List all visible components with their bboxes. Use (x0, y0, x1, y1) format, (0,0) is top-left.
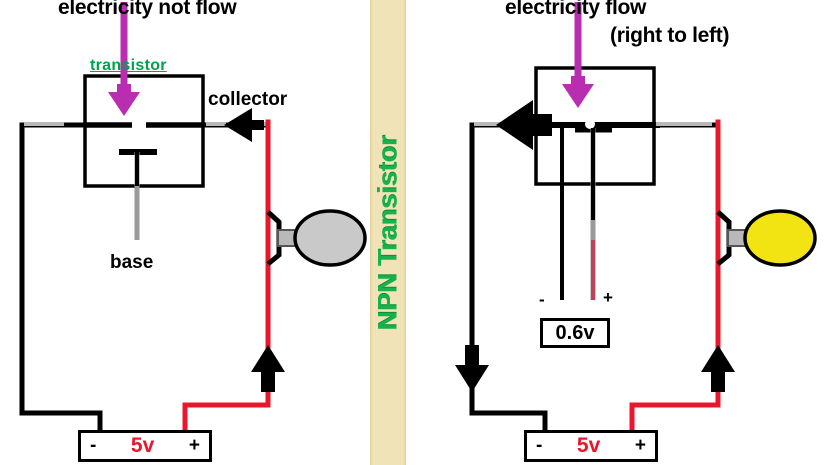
base-supply-minus: - (539, 290, 545, 309)
right-battery-plus: + (634, 435, 646, 456)
left-battery-plus: + (188, 435, 200, 456)
left-battery-value: 5v (130, 434, 155, 457)
right-title: electricity flow (505, 0, 647, 19)
left-base-label: base (110, 252, 154, 273)
center-banner: NPN Transistor (370, 0, 406, 465)
right-black-wire (469, 122, 548, 435)
left-collector-arrow (224, 108, 264, 142)
left-collector-label: collector (208, 89, 288, 110)
left-black-wire (19, 122, 103, 435)
right-emitter-arrow-left (496, 100, 552, 150)
left-transistor-label: transistor (90, 57, 167, 74)
left-battery-minus: - (90, 435, 97, 456)
left-purple-arrowhead (108, 84, 140, 116)
right-current-arrow-down (455, 345, 489, 392)
right-battery-minus: - (536, 435, 543, 456)
right-bulb-glass (743, 209, 817, 267)
left-battery: - 5v + (78, 430, 212, 462)
left-title: electricity not flow (58, 0, 237, 19)
right-contact-gap-dot (585, 119, 595, 129)
left-transistor-body (83, 74, 205, 188)
right-subtitle: (right to left) (610, 24, 730, 47)
left-red-wire (182, 119, 271, 435)
right-purple-arrowhead (562, 76, 594, 108)
base-supply-plus: + (603, 288, 613, 307)
base-supply-box: 0.6v (540, 318, 610, 348)
right-red-wire (629, 119, 721, 435)
right-battery: - 5v + (524, 430, 658, 462)
right-current-arrow-up (701, 345, 735, 392)
banner-title: NPN Transistor (372, 134, 403, 331)
left-bulb-glass (293, 209, 367, 267)
left-current-arrow-up (251, 345, 285, 392)
base-supply-value: 0.6v (555, 321, 595, 344)
right-battery-value: 5v (576, 434, 601, 457)
